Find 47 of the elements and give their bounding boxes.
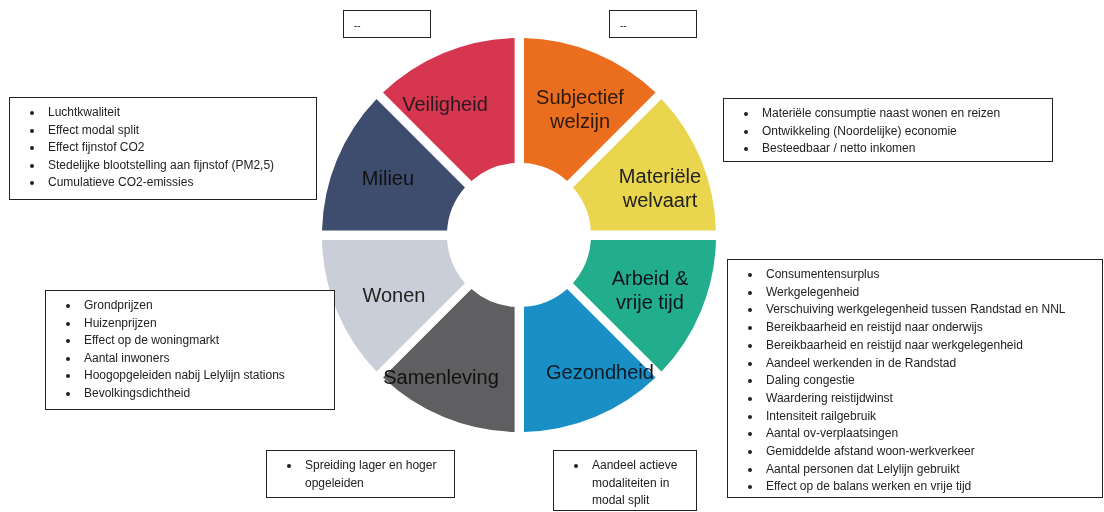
bullet-item: Aantal inwoners: [84, 349, 170, 367]
bullet-item: Hoogopgeleiden nabij Lelylijn stations: [84, 367, 285, 384]
segment-label: Veiligheid: [401, 92, 489, 116]
placeholder-text: --: [620, 20, 627, 31]
bullet-item: Effect modal split: [48, 121, 140, 139]
bullet-item: Aantal ov-verplaatsingen: [766, 425, 899, 443]
bullet-item: Spreiding lager en hoger opgeleiden: [305, 457, 438, 492]
bullet-item: Luchtkwaliteit: [48, 104, 121, 121]
bullet-item: Gemiddelde afstand woon-werkverkeer: [766, 443, 975, 461]
placeholder-text: --: [354, 20, 361, 31]
bullet-item: Consumentensurplus: [766, 266, 880, 283]
bullet-item: Effect op de balans werken en vrije tijd: [766, 478, 972, 496]
segment-label: Subjectief welzijn: [535, 85, 625, 133]
segment-label: Arbeid & vrije tijd: [610, 266, 690, 314]
segment-label: Samenleving: [382, 365, 500, 389]
segment-label: Materiële welvaart: [617, 164, 703, 212]
bullet-item: Daling congestie: [766, 372, 855, 390]
bullet-item: Ontwikkeling (Noordelijke) economie: [762, 122, 957, 140]
bullet-item: Waardering reistijdwinst: [766, 389, 893, 407]
text-box: [553, 450, 697, 511]
text-box: [723, 98, 1053, 162]
text-box: [9, 97, 317, 200]
bullet-item: Intensiteit railgebruik: [766, 407, 877, 425]
bullet-item: Aandeel actieve modaliteiten in modal split: [592, 457, 679, 509]
bullet-item: Werkgelegenheid: [766, 283, 860, 301]
bullet-item: Materiële consumptie naast wonen en reizen: [762, 105, 1001, 122]
segment-label: Milieu: [360, 166, 416, 190]
bullet-item: Verschuiving werkgelegenheid tussen Randstad en NNL: [766, 301, 1066, 319]
bullet-item: Bevolkingsdichtheid: [84, 384, 191, 402]
bullet-item: Aandeel werkenden in de Randstad: [766, 354, 957, 372]
text-box: [266, 450, 455, 498]
text-box: [343, 10, 431, 38]
bullet-item: Grondprijzen: [84, 297, 153, 314]
bullet-item: Bereikbaarheid en reistijd naar werkgelegenheid: [766, 336, 1023, 354]
bullet-item: Effect fijnstof CO2: [48, 139, 145, 156]
bullet-item: Besteedbaar / netto inkomen: [762, 140, 916, 157]
text-box: [727, 259, 1103, 498]
bullet-item: Huizenprijzen: [84, 314, 157, 332]
bullet-item: Stedelijke blootstelling aan fijnstof (PM2,5): [48, 156, 275, 174]
segment-label: Wonen: [361, 283, 427, 307]
bullet-item: Cumulatieve CO2-emissies: [48, 174, 194, 191]
bullet-item: Bereikbaarheid en reistijd naar onderwijs: [766, 319, 983, 337]
bullet-item: Effect op de woningmarkt: [84, 332, 220, 349]
bullet-item: Aantal personen dat Lelylijn gebruikt: [766, 460, 960, 478]
text-box: [609, 10, 697, 38]
segment-label: Gezondheid: [545, 360, 655, 384]
text-box: [45, 290, 335, 410]
